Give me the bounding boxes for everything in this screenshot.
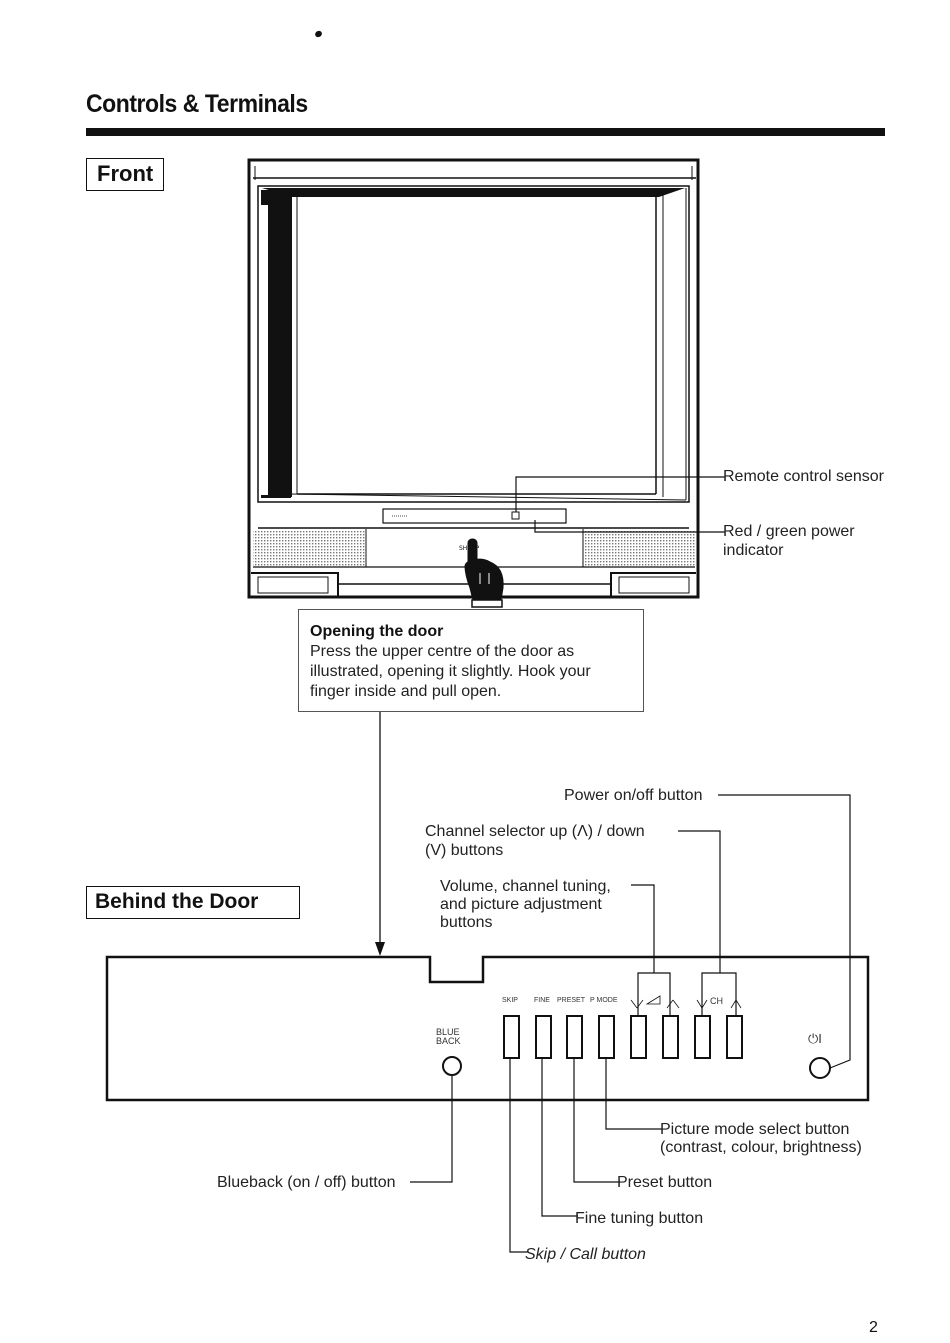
power-button[interactable]	[810, 1058, 830, 1078]
channel-selector-label-1: Channel selector up (Λ) / down	[425, 823, 645, 840]
adjust-label-1: Volume, channel tuning,	[440, 878, 611, 895]
fine-tuning-button[interactable]	[536, 1016, 551, 1058]
ch-label: CH	[710, 996, 723, 1006]
hand-icon	[464, 538, 504, 608]
channel-up-button[interactable]	[727, 1016, 742, 1058]
fine-label: FINE	[534, 997, 550, 1004]
panel-bottom-leaders	[410, 1058, 662, 1253]
door-note-title: Opening the door	[310, 623, 444, 640]
door-arrow	[375, 712, 385, 956]
volume-down-button[interactable]	[631, 1016, 646, 1058]
behind-door-section-label: Behind the Door	[86, 886, 300, 919]
door-note-line-2: illustrated, opening it slightly. Hook y…	[310, 663, 591, 680]
remote-sensor-label: Remote control sensor	[723, 468, 884, 485]
adjust-label-3: buttons	[440, 914, 493, 931]
channel-selector-label-2: (V) buttons	[425, 842, 504, 859]
door-note: Opening the door Press the upper centre …	[298, 609, 644, 712]
power-button-label: Power on/off button	[564, 787, 703, 804]
preset-button-label: Preset button	[617, 1174, 713, 1191]
door-note-line-1: Press the upper centre of the door as	[310, 643, 575, 660]
blueback-label: Blueback (on / off) button	[217, 1174, 396, 1191]
adjust-label-2: and picture adjustment	[440, 896, 602, 913]
channel-down-button[interactable]	[695, 1016, 710, 1058]
fine-tuning-label: Fine tuning button	[575, 1210, 704, 1227]
title-rule	[86, 128, 885, 136]
power-indicator-label-1: Red / green power	[723, 523, 855, 540]
panel-top-leaders	[631, 794, 851, 1069]
volume-up-button[interactable]	[663, 1016, 678, 1058]
blue-back-label-1: BLUE	[436, 1027, 460, 1037]
skip-call-label: Skip / Call button	[525, 1246, 646, 1263]
blueback-button[interactable]	[443, 1057, 461, 1075]
tv-cabinet: SHARP	[247, 158, 700, 599]
picture-mode-label-2: (contrast, colour, brightness)	[660, 1139, 862, 1156]
preset-label: PRESET	[557, 997, 586, 1004]
p-mode-label: P MODE	[590, 997, 618, 1004]
picture-mode-label-1: Picture mode select button	[660, 1121, 850, 1138]
skip-label: SKIP	[502, 997, 518, 1004]
skip-call-button[interactable]	[504, 1016, 519, 1058]
blue-back-label-2: BACK	[436, 1036, 461, 1046]
control-panel	[105, 955, 870, 1102]
page-title: Controls & Terminals	[86, 90, 308, 118]
door-note-line-3: finger inside and pull open.	[310, 683, 502, 700]
picture-mode-button[interactable]	[599, 1016, 614, 1058]
front-leaders	[515, 476, 725, 533]
power-indicator-label-2: indicator	[723, 542, 784, 559]
power-symbol-label: ⏻I	[808, 1031, 822, 1046]
front-section-label: Front	[86, 158, 165, 191]
preset-button[interactable]	[567, 1016, 582, 1058]
page-number: 2	[869, 1319, 878, 1336]
